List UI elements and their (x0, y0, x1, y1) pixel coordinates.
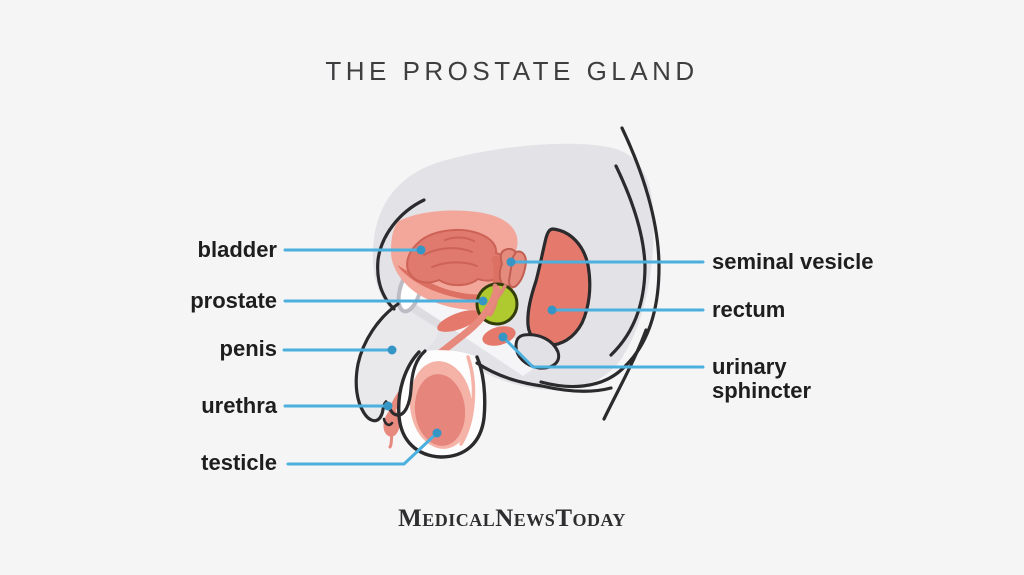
leader-dots (383, 245, 557, 438)
label-urethra: urethra (201, 393, 277, 418)
label-seminal-vesicle: seminal vesicle (712, 249, 874, 274)
leader-dot-urinary-sphincter (498, 332, 508, 342)
leader-dot-prostate (478, 296, 488, 306)
leader-dot-rectum (547, 305, 557, 315)
label-penis: penis (219, 336, 277, 361)
body-outline (354, 126, 661, 427)
label-rectum: rectum (712, 297, 786, 322)
leader-line-testicle (286, 431, 439, 466)
leader-dot-urethra (383, 401, 393, 411)
leader-dot-testicle (432, 428, 442, 438)
leader-dot-bladder (416, 245, 426, 255)
seminal-vesicle-shape (498, 247, 528, 289)
leader-line-urinary-sphincter (501, 335, 705, 369)
leader-dot-seminal-vesicle (506, 257, 516, 267)
brand-logo: MedicalNewsToday (398, 505, 626, 532)
label-prostate: prostate (190, 288, 277, 313)
label-urinary-sphincter: urinary sphincter (712, 354, 812, 403)
leader-dot-penis (387, 345, 397, 355)
label-testicle: testicle (201, 450, 277, 475)
leader-lines (282, 248, 705, 466)
page-title: THE PROSTATE GLAND (325, 56, 699, 86)
penis-outline (354, 302, 427, 423)
penis-shape (356, 304, 438, 421)
testicle-shape (396, 350, 487, 459)
label-bladder: bladder (197, 237, 277, 262)
